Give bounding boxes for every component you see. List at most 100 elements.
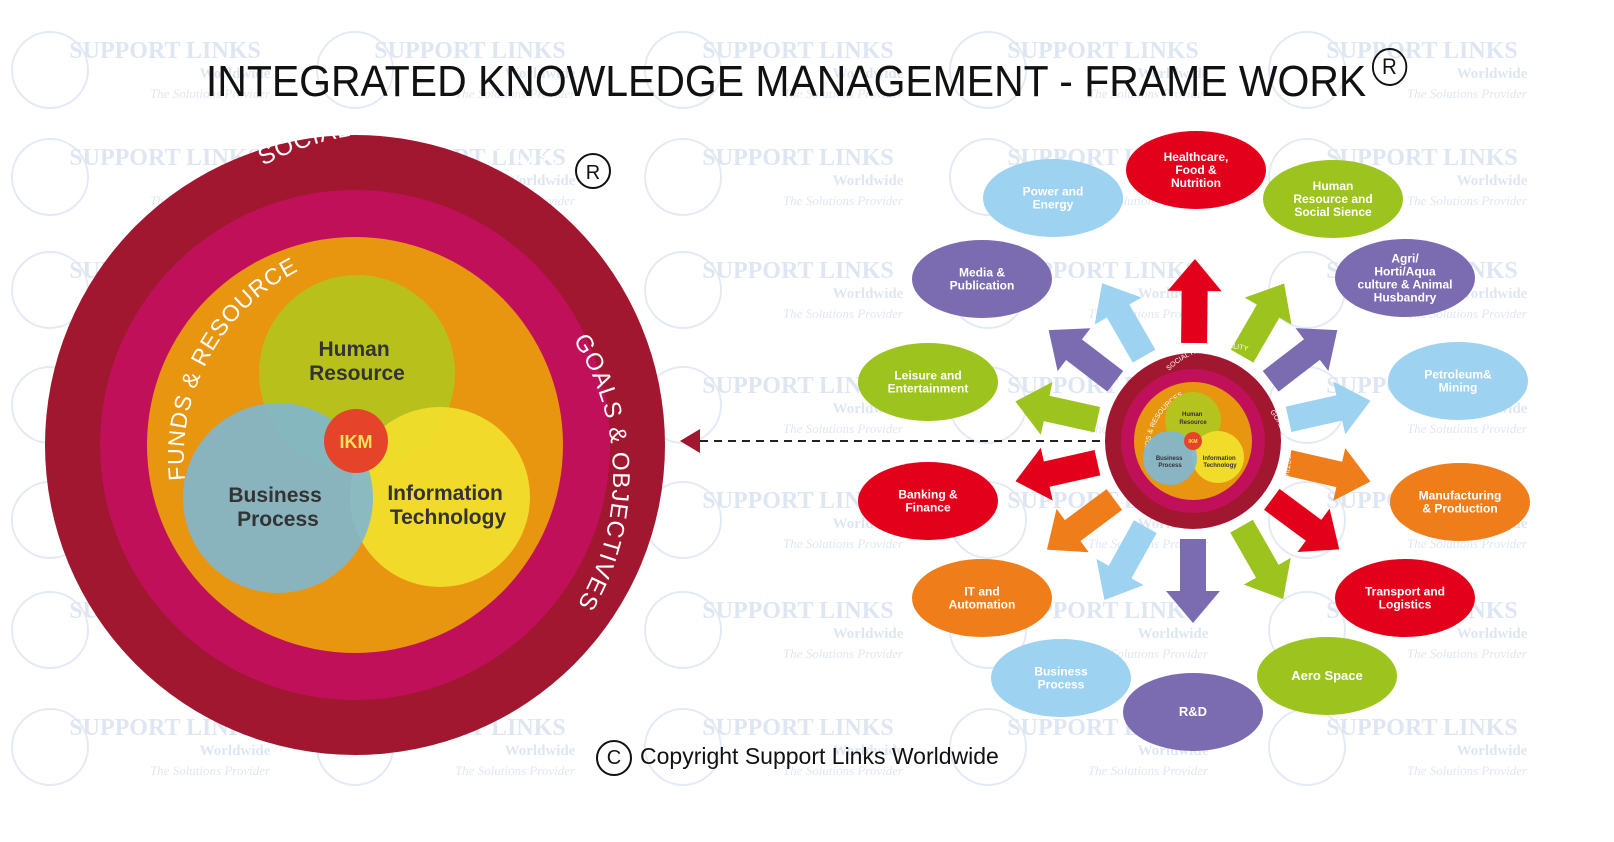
sector-ellipse: Banking &Finance <box>858 462 998 540</box>
sector-arrow <box>1166 539 1220 623</box>
svg-text:Worldwide: Worldwide <box>833 173 904 189</box>
svg-text:The Solutions Provider: The Solutions Provider <box>455 86 576 101</box>
svg-text:The Solutions Provider: The Solutions Provider <box>783 536 904 551</box>
svg-text:Worldwide: Worldwide <box>1457 66 1528 82</box>
sector-arrow <box>1285 448 1371 501</box>
sector-ellipse: Aero Space <box>1257 637 1397 715</box>
svg-text:Worldwide: Worldwide <box>1138 626 1209 642</box>
svg-text:The Solutions Provider: The Solutions Provider <box>1407 646 1528 661</box>
svg-text:Worldwide: Worldwide <box>1457 743 1528 759</box>
sector-arrow <box>1262 328 1338 392</box>
sector-ellipse: Healthcare,Food &Nutrition <box>1126 131 1266 209</box>
sector-arrow <box>1094 283 1156 363</box>
svg-text:SUPPORT LINKS: SUPPORT LINKS <box>1326 38 1517 64</box>
sector-arrow <box>1015 382 1101 435</box>
svg-text:SUPPORT LINKS: SUPPORT LINKS <box>1326 715 1517 741</box>
sector-arrow <box>1230 519 1291 600</box>
svg-text:Worldwide: Worldwide <box>200 743 271 759</box>
svg-text:The Solutions Provider: The Solutions Provider <box>1407 421 1528 436</box>
svg-text:Worldwide: Worldwide <box>200 66 271 82</box>
sector-arrow <box>1285 381 1371 435</box>
registered-mark-title: R <box>1371 48 1408 86</box>
svg-text:The Solutions Provider: The Solutions Provider <box>1407 86 1528 101</box>
sector-arrow <box>1167 259 1222 344</box>
mini-business-process-label: Business Process <box>1156 456 1184 469</box>
svg-text:Worldwide: Worldwide <box>1138 66 1209 82</box>
svg-text:The Solutions Provider: The Solutions Provider <box>455 763 576 778</box>
svg-text:The Solutions Provider: The Solutions Provider <box>1407 763 1528 778</box>
registered-mark-main: R <box>575 153 611 189</box>
sector-arrow <box>1048 328 1124 392</box>
sector-label: Media &Publication <box>950 266 1015 293</box>
svg-text:The Solutions Provider: The Solutions Provider <box>783 763 904 778</box>
svg-text:Worldwide: Worldwide <box>833 743 904 759</box>
sector-label: Aero Space <box>1291 668 1363 683</box>
page-title: INTEGRATED KNOWLEDGE MANAGEMENT - FRAME … <box>56 48 1557 107</box>
mini-ikm-center <box>1184 432 1202 450</box>
sector-label: Banking &Finance <box>898 488 958 515</box>
svg-text:SUPPORT LINKS: SUPPORT LINKS <box>374 38 565 64</box>
sector-ellipse: Petroleum&Mining <box>1388 342 1528 420</box>
sector-arrow <box>1230 283 1292 363</box>
sector-arrow <box>1015 447 1101 501</box>
mini-business-process-circle <box>1143 431 1197 485</box>
svg-text:Worldwide: Worldwide <box>1457 286 1528 302</box>
mini-information-technology-circle <box>1192 431 1244 483</box>
business-process-label: Business Process <box>228 484 327 531</box>
mini-ikm-label: IKM <box>1188 439 1197 445</box>
svg-text:SUPPORT LINKS: SUPPORT LINKS <box>69 38 260 64</box>
svg-text:The Solutions Provider: The Solutions Provider <box>1088 763 1209 778</box>
svg-text:The Solutions Provider: The Solutions Provider <box>783 646 904 661</box>
svg-text:The Solutions Provider: The Solutions Provider <box>1407 536 1528 551</box>
dashed-connector <box>680 429 1108 453</box>
svg-text:SUPPORT LINKS: SUPPORT LINKS <box>1007 38 1198 64</box>
main-ikm-diagram: SOCIAL RESPONSIBILITY GOALS & OBJECTIVES… <box>0 0 665 755</box>
sector-ellipse: Media &Publication <box>912 240 1052 318</box>
svg-text:Worldwide: Worldwide <box>833 286 904 302</box>
mini-information-technology-label: Information Technology <box>1203 456 1238 469</box>
svg-text:The Solutions Provider: The Solutions Provider <box>150 763 271 778</box>
svg-text:Worldwide: Worldwide <box>505 66 576 82</box>
svg-text:SUPPORT LINKS: SUPPORT LINKS <box>702 145 893 171</box>
sector-label: R&D <box>1179 704 1207 719</box>
sector-label: Healthcare,Food &Nutrition <box>1164 150 1229 190</box>
svg-text:The Solutions Provider: The Solutions Provider <box>1407 193 1528 208</box>
sector-arrow <box>1046 489 1123 553</box>
ikm-center-circle <box>324 409 388 473</box>
mini-human-resource-label: Human Resource <box>1179 412 1207 426</box>
sector-arrows <box>1015 259 1371 623</box>
ikm-center-label: IKM <box>340 432 373 452</box>
information-technology-circle <box>350 407 530 587</box>
title-text: INTEGRATED KNOWLEDGE MANAGEMENT - FRAME … <box>205 57 1367 106</box>
human-resource-label: Human Resource <box>309 338 405 385</box>
svg-text:SUPPORT LINKS: SUPPORT LINKS <box>702 715 893 741</box>
svg-text:Worldwide: Worldwide <box>833 626 904 642</box>
svg-text:R: R <box>586 162 600 184</box>
sector-ellipse: Manufacturing& Production <box>1390 463 1530 541</box>
sector-arrow <box>1264 488 1340 552</box>
sector-label: Petroleum&Mining <box>1424 368 1492 395</box>
mini-ikm-diagram: SOCIAL RESPONSIBILITY GOALS & OBJECTIVES… <box>1105 343 1291 529</box>
svg-text:The Solutions Provider: The Solutions Provider <box>783 421 904 436</box>
svg-text:Worldwide: Worldwide <box>1457 173 1528 189</box>
svg-text:Worldwide: Worldwide <box>505 743 576 759</box>
svg-text:SUPPORT LINKS: SUPPORT LINKS <box>702 598 893 624</box>
